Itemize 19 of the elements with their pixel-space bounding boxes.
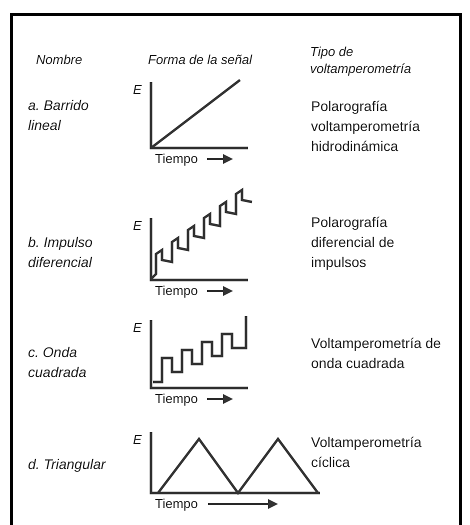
column-header: Forma de la señal (148, 51, 254, 68)
axis-label: Tiempo (155, 283, 198, 298)
voltammetry-type: Voltamperometría cíclica (311, 433, 422, 472)
axis-label: E (133, 82, 142, 97)
voltammetry-type: Polarografía diferencial de impulsos (311, 213, 396, 272)
technique-name: a. Barrido lineal (28, 96, 90, 135)
technique-name: c. Onda cuadrada (28, 343, 88, 382)
column-header: Tipo de voltamperometría (310, 43, 412, 77)
technique-name: d. Triangular (28, 455, 107, 474)
column-header: Nombre (36, 51, 84, 68)
axis-label: E (133, 320, 142, 335)
axis-label: Tiempo (155, 496, 198, 511)
voltammetry-type: Polarografía voltamperometría hidrodinámica (311, 97, 421, 156)
axis-label: E (133, 432, 142, 447)
axis-label: E (133, 218, 142, 233)
voltammetry-type: Voltamperometría de onda cuadrada (311, 334, 442, 373)
axis-label: Tiempo (155, 391, 198, 406)
technique-name: b. Impulso diferencial (28, 233, 94, 272)
axis-label: Tiempo (155, 151, 198, 166)
